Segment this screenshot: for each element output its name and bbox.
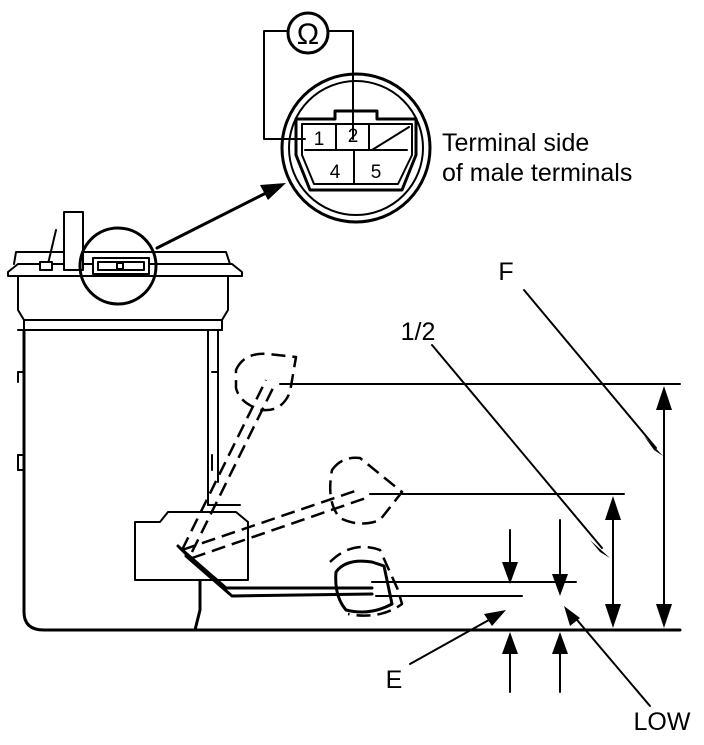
float-arm-full bbox=[180, 352, 298, 553]
label-E: E bbox=[386, 666, 403, 694]
pin-5-label: 5 bbox=[371, 162, 382, 183]
ohm-symbol: Ω bbox=[297, 18, 319, 51]
terminal-side-label-line1: Terminal side bbox=[442, 129, 589, 157]
pin-4-label: 4 bbox=[330, 162, 341, 183]
label-LOW: LOW bbox=[634, 708, 691, 736]
label-F: F bbox=[498, 258, 513, 286]
dimension-half: 1/2 bbox=[401, 318, 621, 628]
float-arm-half bbox=[181, 456, 404, 560]
float-arm-low bbox=[176, 544, 404, 617]
pump-unit-body bbox=[7, 211, 249, 632]
dimension-E: E bbox=[386, 529, 518, 694]
ohmmeter: Ω bbox=[263, 11, 354, 140]
dimension-F: F bbox=[498, 258, 672, 628]
dimension-LOW: LOW bbox=[552, 519, 691, 736]
pin-1-label: 1 bbox=[314, 129, 325, 150]
reference-lines bbox=[193, 383, 682, 632]
detail-pointer-arrow bbox=[155, 183, 286, 250]
terminal-side-label-line2: of male terminals bbox=[442, 159, 632, 187]
connector-detail-circle: 1 2 4 5 bbox=[280, 72, 432, 224]
pin-2-label: 2 bbox=[348, 126, 359, 147]
unit-connector bbox=[78, 226, 158, 306]
label-half: 1/2 bbox=[401, 318, 436, 346]
